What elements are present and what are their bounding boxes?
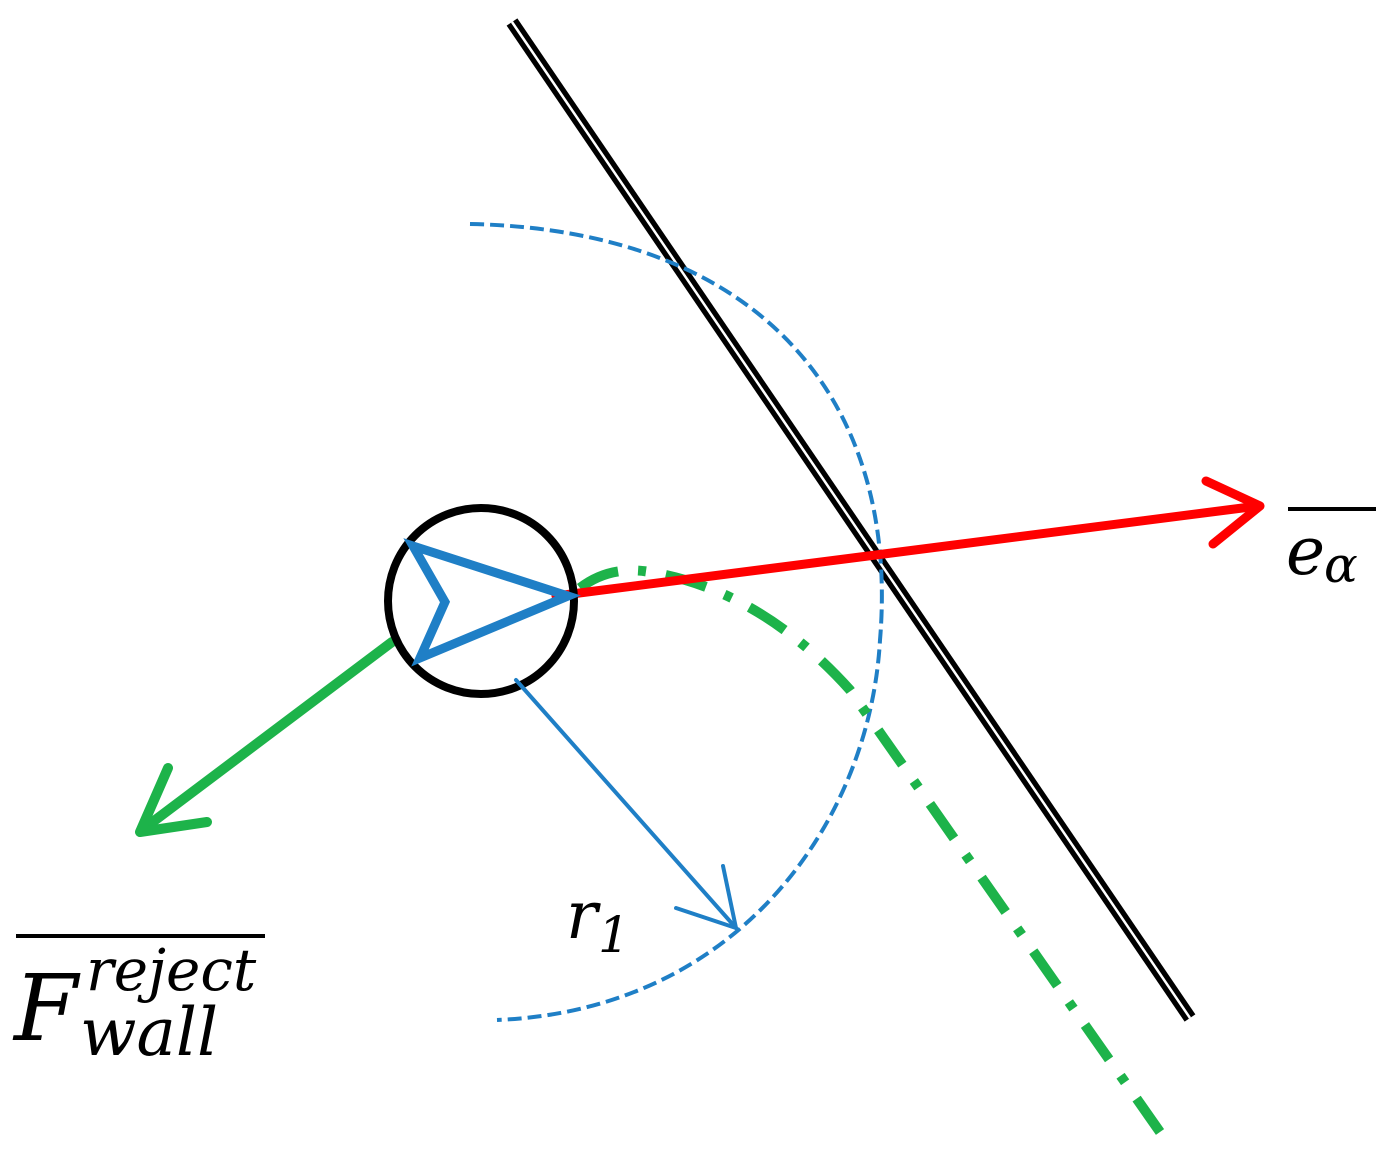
- direction-arrow: [551, 476, 1265, 601]
- reject-force-label-main: F: [12, 955, 81, 1062]
- radius-arrow-shaft: [514, 678, 738, 930]
- radius-arrow: [514, 678, 738, 930]
- direction-label-sub: α: [1324, 536, 1358, 594]
- direction-arrow-shaft: [551, 501, 1263, 601]
- wall: [506, 18, 1196, 1022]
- direction-label-main: e: [1286, 513, 1325, 590]
- radius-label-main: r: [566, 877, 601, 954]
- reject-force-label-sub: wall: [80, 994, 218, 1071]
- reject-force-arrow-head: [135, 763, 212, 837]
- direction-arrow-head: [1201, 476, 1265, 549]
- reject-force-arrow: [135, 637, 397, 837]
- radius-arc: [469, 222, 884, 1022]
- radius-arrow-head: [674, 864, 738, 930]
- reject-force-label-sup: reject: [86, 936, 257, 1004]
- arrowhead-in-circle-icon: [403, 538, 581, 667]
- reject-force-arrow-shaft: [137, 637, 397, 835]
- wall-line-gap: [510, 21, 1192, 1019]
- agent: [384, 504, 581, 698]
- radius-label-sub: 1: [598, 906, 630, 964]
- direction-label: e α: [1286, 507, 1376, 594]
- radius-label: r 1: [566, 877, 630, 964]
- agent-circle: [384, 504, 578, 698]
- reject-force-label: F reject wall: [12, 934, 265, 1071]
